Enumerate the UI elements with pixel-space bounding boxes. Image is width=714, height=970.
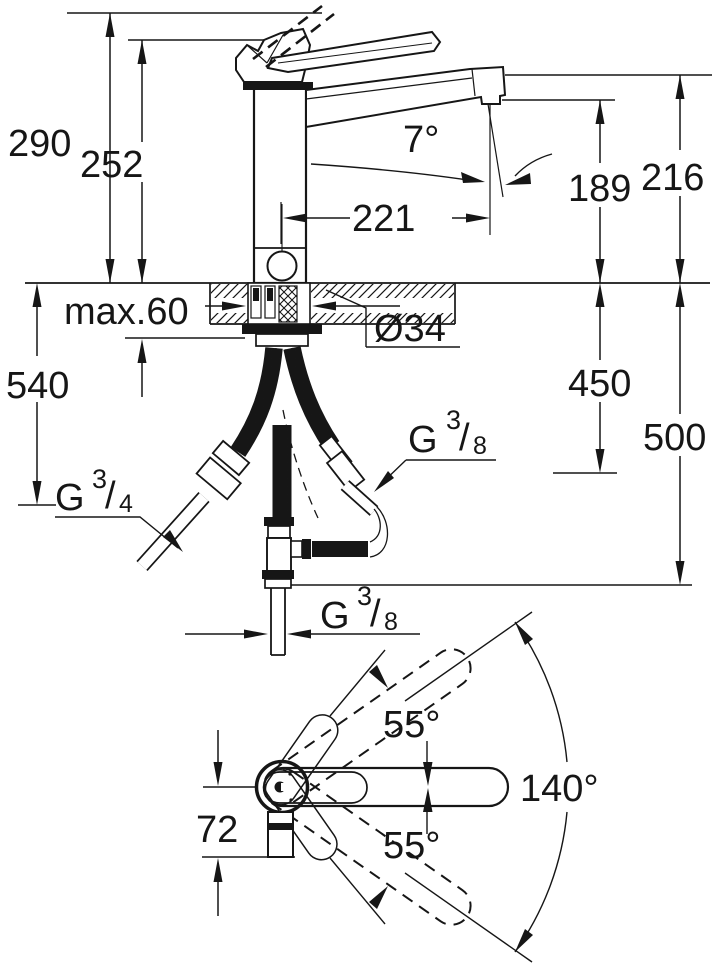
thread-supply-den: 4 <box>119 490 133 518</box>
thread-side-slash: / <box>459 417 470 459</box>
dim-deck-thickness: max.60 <box>64 291 189 333</box>
dim-tip-height: 216 <box>641 157 704 199</box>
faucet-handle <box>235 4 442 90</box>
dim-hose-540: 540 <box>6 365 69 407</box>
dim-overall-height: 290 <box>8 123 71 165</box>
dim-spout-height: 252 <box>80 144 143 186</box>
dim-swivel-lower: 55° <box>383 825 440 867</box>
thread-label-side: G 3 / 8 <box>408 405 487 461</box>
angle-arrow-left <box>461 172 485 183</box>
thread-label-supply: G 3 / 4 <box>55 464 133 519</box>
hole-diameter-leader <box>325 289 460 348</box>
dim-swivel-total: 140° <box>520 768 599 810</box>
plan-base-square <box>267 811 294 858</box>
thread-bottom-slash: / <box>370 593 381 635</box>
thread-bottom-prefix: G <box>320 595 350 637</box>
thread-label-bottom: G 3 / 8 <box>320 581 398 637</box>
handle-raised-dashed <box>252 4 335 69</box>
dim-spout-reach: 221 <box>352 198 415 240</box>
supply-hoses <box>136 346 379 572</box>
dim-swivel-upper: 55° <box>383 704 440 746</box>
thread-bottom-num: 3 <box>357 581 372 611</box>
dim-stream-angle: 7° <box>403 119 439 161</box>
dim-hole-diameter: Ø34 <box>374 308 446 350</box>
faucet-body <box>252 86 308 285</box>
side-thread-leader <box>379 459 496 486</box>
leader-lines <box>55 153 553 552</box>
plan-view <box>202 611 568 963</box>
dim-hose-450: 450 <box>568 363 631 405</box>
extension-lines-top <box>18 12 712 586</box>
angle-arrow-right <box>505 173 531 185</box>
faucet-spout <box>305 65 507 235</box>
dim-hose-500: 500 <box>643 417 706 459</box>
dim-base-depth: 72 <box>196 809 238 851</box>
thread-supply-prefix: G <box>55 477 85 519</box>
thread-side-prefix: G <box>408 419 438 461</box>
countertop-section <box>205 283 456 325</box>
dim-outlet-clearance: 189 <box>568 168 631 210</box>
thread-side-den: 8 <box>473 432 487 460</box>
thread-supply-slash: / <box>105 475 116 517</box>
dimension-lines <box>32 13 685 639</box>
thread-supply-num: 3 <box>92 464 107 494</box>
water-stream-angled-line <box>487 103 504 198</box>
thread-bottom-den: 8 <box>384 608 398 636</box>
thread-side-num: 3 <box>446 405 461 435</box>
tee-connector <box>262 506 389 656</box>
mounting-shank <box>242 282 322 347</box>
